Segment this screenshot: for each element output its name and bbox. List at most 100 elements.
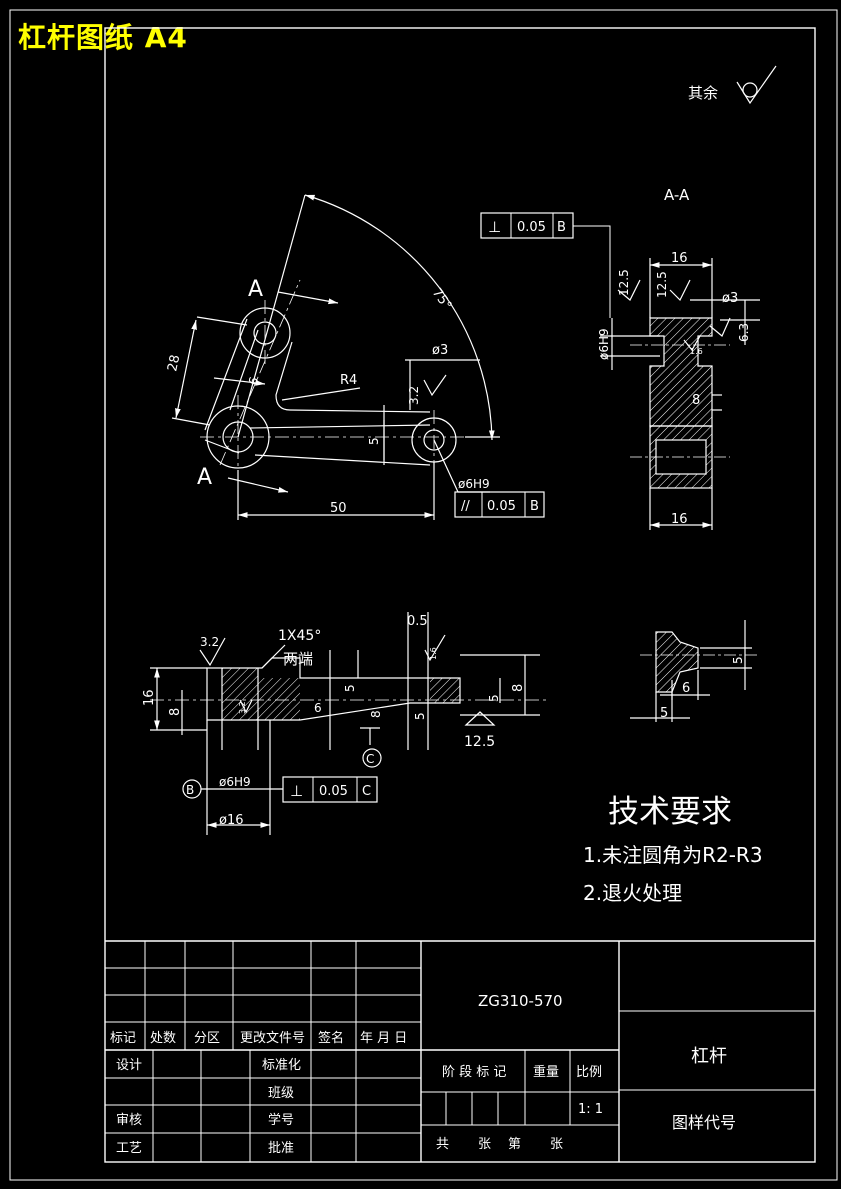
- bv-rough-3-2-inner: 3.2: [238, 701, 247, 714]
- technical-notes: 技术要求 1.未注圆角为R2-R3 2.退火处理: [583, 794, 763, 905]
- section-mark-bottom: A: [197, 465, 212, 490]
- bv-dim-0-5: 0.5: [407, 614, 428, 629]
- radius-r4: R4: [340, 373, 357, 388]
- note-item-2: 2.退火处理: [583, 881, 682, 905]
- fcf-perpendicular-bottom: ⊥ 0.05 C: [282, 776, 378, 803]
- aa-hole-d3: ø3: [722, 291, 738, 306]
- sheet-border: [9, 9, 838, 1181]
- label-process: 工艺: [116, 1141, 142, 1156]
- sheet-unit-a: 张: [478, 1137, 491, 1152]
- roughness-symbol-icon: [736, 65, 777, 105]
- roughness-3-2: 3.2: [407, 386, 421, 405]
- fcf-perp-top-datum: B: [557, 220, 566, 235]
- section-aa-labels: 16 12.5 12.5 ø3 6.3 ø6H9 1.6 8 16: [597, 251, 751, 527]
- fcf-perpendicular-top: ⊥ 0.05 B: [480, 212, 611, 318]
- dim-50: 50: [330, 501, 347, 516]
- rev-header-6: 年 月 日: [360, 1031, 407, 1046]
- dv-dim-6: 6: [682, 681, 690, 696]
- rev-header-3: 分区: [194, 1031, 220, 1046]
- label-class: 班级: [268, 1086, 294, 1101]
- scale-value: 1: 1: [578, 1102, 603, 1117]
- drawing-code-label: 图样代号: [672, 1113, 736, 1132]
- aa-dim-16-top: 16: [671, 251, 688, 266]
- aa-rough-12-5-b: 12.5: [655, 271, 669, 298]
- bv-rough-12-5: 12.5: [464, 734, 495, 750]
- aa-rough-1-6: 1.6: [690, 347, 703, 356]
- roughness-general: 其余: [688, 65, 777, 105]
- drawing-number: ZG310-570: [478, 992, 563, 1010]
- main-view-labels: A A 75° 28 6 R4 ø3 3.2 5 50 ø6H9: [165, 277, 489, 516]
- rev-header-1: 标记: [110, 1031, 136, 1046]
- bv-rough-3-2: 3.2: [200, 635, 219, 649]
- fcf-parallel-datum: B: [530, 499, 539, 514]
- detail-view: [630, 620, 760, 722]
- rev-header-5: 签名: [318, 1030, 344, 1046]
- dim-28: 28: [165, 354, 183, 373]
- bv-datum-c: C: [366, 752, 374, 766]
- aa-dim-16-bottom: 16: [671, 512, 688, 527]
- banner-title: 杠杆图纸 A4: [18, 21, 188, 54]
- detail-view-labels: 5 6 5: [660, 656, 745, 721]
- label-student-no: 学号: [268, 1112, 294, 1128]
- note-item-1: 1.未注圆角为R2-R3: [583, 843, 763, 867]
- label-design: 设计: [116, 1058, 142, 1073]
- weight-label: 重量: [533, 1064, 559, 1080]
- sheet-no: 第: [508, 1137, 521, 1152]
- title-block-text: 标记 处数 分区 更改文件号 签名 年 月 日 ZG310-570 杠杆 图样代…: [110, 992, 736, 1156]
- dim-5: 5: [367, 437, 381, 445]
- label-standard: 标准化: [262, 1058, 301, 1073]
- fcf-perp-top-symbol: ⊥: [488, 218, 501, 236]
- section-label: A-A: [664, 186, 690, 204]
- aa-hole-d6h9: ø6H9: [597, 328, 611, 360]
- roughness-label: 其余: [688, 84, 718, 102]
- fcf-parallel-value: 0.05: [487, 499, 516, 514]
- label-approve: 批准: [268, 1141, 294, 1156]
- fcf-parallel-symbol: //: [461, 499, 470, 514]
- bv-dim-16: 16: [142, 689, 157, 706]
- lever-outline: [204, 318, 431, 466]
- section-mark-top: A: [248, 277, 263, 302]
- scale-label: 比例: [576, 1065, 602, 1080]
- rev-header-4: 更改文件号: [240, 1031, 305, 1046]
- hole-d3: ø3: [432, 343, 448, 358]
- dv-dim-5-a: 5: [731, 656, 745, 664]
- hole-d6h9: ø6H9: [458, 477, 490, 491]
- main-view: [171, 194, 500, 520]
- fcf-parallel: // 0.05 B: [454, 491, 545, 518]
- fcf-perp-top-value: 0.05: [517, 220, 546, 235]
- bv-chamfer-note: 两端: [283, 650, 313, 668]
- dv-dim-5-b: 5: [660, 706, 668, 721]
- fcf-perp-bottom-datum: C: [362, 784, 371, 799]
- fcf-perp-bottom-value: 0.05: [319, 784, 348, 799]
- bv-dim-6: 6: [314, 701, 322, 715]
- bv-datum-b: B: [186, 783, 194, 797]
- stage-label: 阶 段 标 记: [442, 1065, 506, 1080]
- rev-header-2: 处数: [150, 1031, 176, 1046]
- bottom-view: [150, 612, 550, 835]
- bv-dim-5-c: 5: [487, 694, 501, 702]
- bv-dim-5-a: 5: [343, 684, 357, 692]
- bv-dim-5-b: 5: [413, 712, 427, 720]
- bv-dim-8-left: 8: [168, 708, 183, 716]
- bv-rough-1-6: 1.6: [429, 647, 438, 660]
- bv-dim-8-right: 8: [511, 684, 526, 692]
- aa-rough-12-5-a: 12.5: [617, 269, 631, 296]
- sheet-unit-b: 张: [550, 1137, 563, 1152]
- bv-dim-8-mid: 8: [369, 710, 383, 718]
- angle-arc: [304, 194, 495, 441]
- section-aa-view: [600, 258, 760, 530]
- aa-dim-8: 8: [692, 393, 700, 408]
- aa-dim-6-3: 6.3: [737, 323, 751, 342]
- bv-hole-d6h9: ø6H9: [219, 775, 251, 789]
- bottom-view-labels: 3.2 1X45° 两端 0.5 1.6 16 8 3.2 5 6 8 5 5 …: [142, 614, 526, 828]
- fcf-perp-bottom-symbol: ⊥: [290, 782, 303, 800]
- bv-chamfer: 1X45°: [278, 628, 321, 644]
- sheet-total: 共: [436, 1137, 449, 1152]
- title-block: [105, 940, 815, 1162]
- dim-6: 6: [246, 375, 262, 387]
- part-name: 杠杆: [691, 1046, 727, 1067]
- label-review: 审核: [116, 1113, 142, 1128]
- angle-label: 75°: [429, 286, 455, 313]
- notes-title: 技术要求: [608, 794, 732, 830]
